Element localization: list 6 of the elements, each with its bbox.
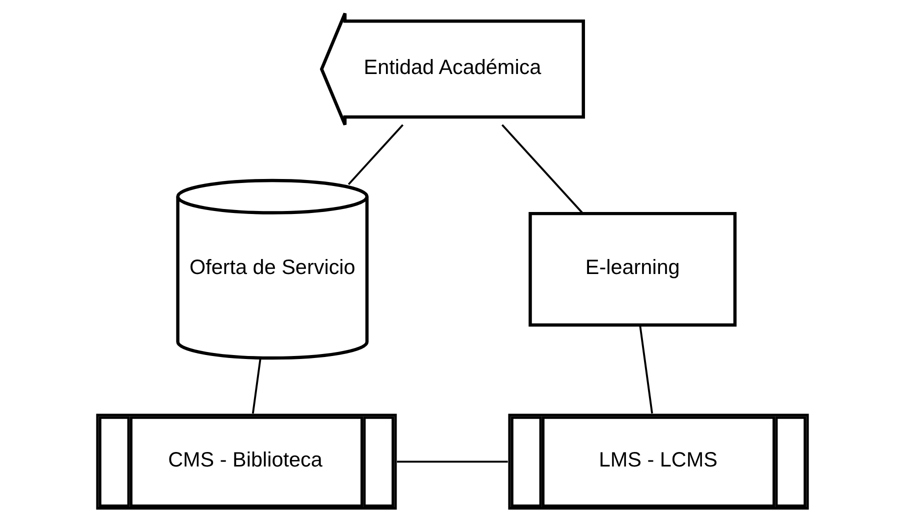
- connector: [251, 358, 261, 414]
- connector: [347, 124, 404, 186]
- connector: [500, 124, 583, 214]
- connector: [638, 325, 653, 414]
- connector: [396, 460, 508, 463]
- node-box: E-learning: [528, 212, 736, 327]
